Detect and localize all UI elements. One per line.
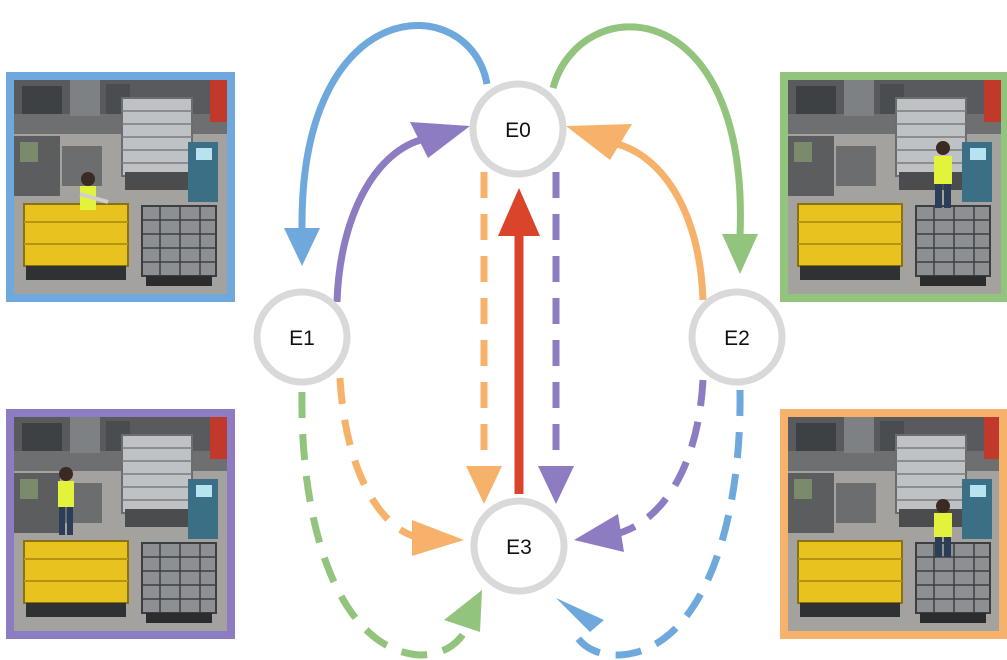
panel-border: [780, 409, 1007, 639]
edges: [284, 21, 758, 659]
arrowhead-e3-e0: [498, 188, 540, 236]
panel-border: [6, 72, 235, 302]
edge-e2-e3-purple: [611, 379, 707, 539]
worker-figure: [934, 499, 952, 557]
node-label: E1: [289, 327, 315, 350]
arrowhead-e1-e0: [410, 122, 470, 158]
node-e2: E2: [688, 288, 786, 386]
node-label: E0: [505, 119, 531, 142]
edge-e1-e3-orange: [336, 377, 421, 542]
panel-border: [6, 409, 235, 639]
worker-figure: [934, 141, 952, 208]
arrowhead-e2-e0: [566, 124, 632, 160]
edge-e2-e3-blue: [568, 389, 744, 659]
arrowhead-e2-e3-blue: [556, 598, 604, 632]
panel-bottom-left: [6, 409, 235, 639]
panel-bottom-right: [780, 409, 1007, 639]
panel-border: [780, 72, 1007, 302]
node-e3: E3: [470, 497, 568, 595]
node-e0: E0: [469, 80, 567, 178]
panel-top-left: [6, 72, 235, 302]
arrowhead-e0-e1: [284, 228, 320, 266]
arrowhead-e1-e3-green: [444, 590, 482, 632]
edge-e0-e2: [549, 23, 744, 237]
arrowhead-e1-e3-orange: [412, 520, 464, 556]
arrowhead-e2-e3-purple: [574, 514, 624, 552]
arrowhead-e0-e3-orange: [466, 466, 502, 504]
worker-figure: [79, 172, 109, 210]
node-label: E2: [724, 327, 750, 350]
edge-e1-e3-green: [298, 391, 476, 659]
edge-e0-e1: [298, 21, 491, 229]
arrowhead-e0-e3-purple: [538, 466, 574, 504]
arrowhead-e0-e2: [722, 234, 758, 274]
node-e1: E1: [253, 288, 351, 386]
edge-e2-e0: [607, 138, 707, 301]
node-label: E3: [506, 536, 532, 559]
panel-top-right: [780, 72, 1007, 302]
edge-e1-e0: [333, 134, 431, 303]
worker-figure: [58, 467, 74, 535]
